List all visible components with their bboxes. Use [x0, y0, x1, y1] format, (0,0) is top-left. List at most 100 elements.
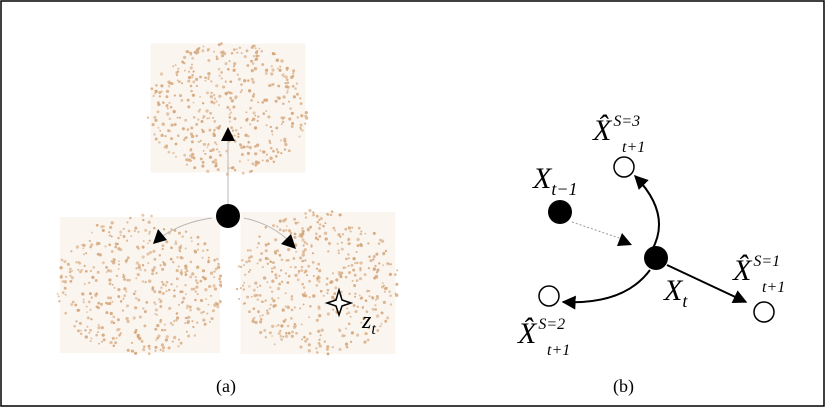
particle-dot [240, 146, 244, 150]
particle-dot [126, 348, 130, 352]
particle-dot [315, 318, 319, 322]
particle-dot [208, 117, 211, 120]
particle-dot [154, 349, 157, 352]
particle-dot [153, 266, 156, 269]
particle-dot [297, 272, 300, 275]
particle-dot [305, 274, 309, 277]
particle-dot [326, 312, 331, 316]
particle-dot [266, 281, 269, 284]
particle-dot [286, 89, 289, 92]
particle-dot [304, 212, 307, 215]
particle-dot [206, 117, 209, 120]
particle-dot [165, 89, 170, 94]
particle-dot [210, 100, 214, 104]
particle-dot [329, 213, 333, 217]
particle-dot [246, 151, 250, 155]
particle-dot [238, 297, 241, 300]
particle-dot [271, 267, 273, 270]
particle-dot [164, 135, 167, 138]
particle-dot [290, 295, 294, 298]
particle-dot [290, 317, 293, 320]
particle-dot [98, 342, 101, 345]
particle-dot [271, 279, 275, 283]
particle-dot [247, 79, 250, 82]
particle-dot [159, 305, 163, 308]
particle-dot [230, 51, 234, 55]
particle-dot [197, 118, 200, 121]
particle-cloud-left [56, 213, 223, 356]
particle-dot [141, 213, 145, 217]
particle-dot [353, 284, 357, 288]
particle-dot [277, 331, 281, 336]
particle-dot [228, 116, 232, 119]
particle-dot [117, 268, 120, 270]
particle-dot [158, 298, 161, 301]
particle-dot [112, 344, 116, 348]
particle-dot [241, 171, 245, 175]
particle-dot [251, 62, 255, 65]
particle-dot [184, 118, 188, 122]
particle-dot [224, 91, 228, 96]
particle-dot [105, 271, 108, 274]
particle-dot [350, 331, 354, 335]
particle-dot [257, 310, 260, 314]
particle-dot [213, 259, 216, 262]
particle-dot [354, 295, 357, 298]
particle-dot [347, 311, 351, 315]
particle-dot [101, 340, 104, 343]
particle-dot [95, 333, 99, 337]
particle-dot [122, 273, 125, 276]
particle-dot [272, 52, 275, 55]
particle-dot [176, 316, 180, 320]
particle-dot [262, 112, 265, 116]
particle-dot [230, 111, 233, 114]
particle-dot [344, 342, 349, 346]
particle-dot [175, 277, 179, 281]
particle-dot [183, 69, 186, 72]
particle-dot [324, 222, 327, 225]
particle-dot [303, 271, 306, 274]
particle-dot [185, 330, 188, 333]
particle-dot [315, 236, 318, 239]
prev-state-node [548, 200, 572, 224]
particle-dot [146, 116, 150, 119]
particle-dot [309, 305, 312, 308]
particle-dot [299, 97, 302, 100]
particle-dot [238, 160, 242, 163]
particle-dot [297, 269, 301, 273]
particle-dot [288, 229, 291, 233]
particle-dot [259, 320, 263, 324]
particle-dot [282, 219, 286, 223]
particle-dot [167, 85, 171, 88]
particle-dot [299, 126, 302, 129]
particle-dot [153, 133, 156, 136]
particle-dot [100, 326, 104, 330]
particle-dot [254, 281, 258, 285]
particle-dot [389, 303, 393, 306]
particle-dot [130, 235, 133, 238]
particle-dot [60, 274, 63, 277]
central-node [216, 204, 240, 228]
particle-dot [396, 269, 399, 272]
particle-dot [308, 279, 311, 283]
particle-dot [232, 105, 236, 109]
particle-dot [125, 304, 130, 308]
particle-dot [394, 273, 397, 276]
particle-dot [344, 266, 347, 269]
particle-dot [189, 66, 193, 70]
particle-dot [374, 264, 377, 268]
particle-dot [337, 270, 341, 274]
particle-dot [187, 158, 192, 162]
particle-dot [267, 115, 271, 119]
particle-dot [159, 318, 163, 322]
particle-dot [187, 75, 192, 80]
particle-dot [259, 149, 262, 152]
particle-dot [316, 220, 320, 224]
particle-dot [194, 298, 197, 302]
particle-dot [268, 307, 271, 310]
particle-dot [161, 346, 166, 350]
particle-dot [191, 320, 194, 323]
particle-dot [286, 85, 290, 89]
particle-dot [92, 266, 96, 269]
particle-dot [172, 151, 175, 155]
